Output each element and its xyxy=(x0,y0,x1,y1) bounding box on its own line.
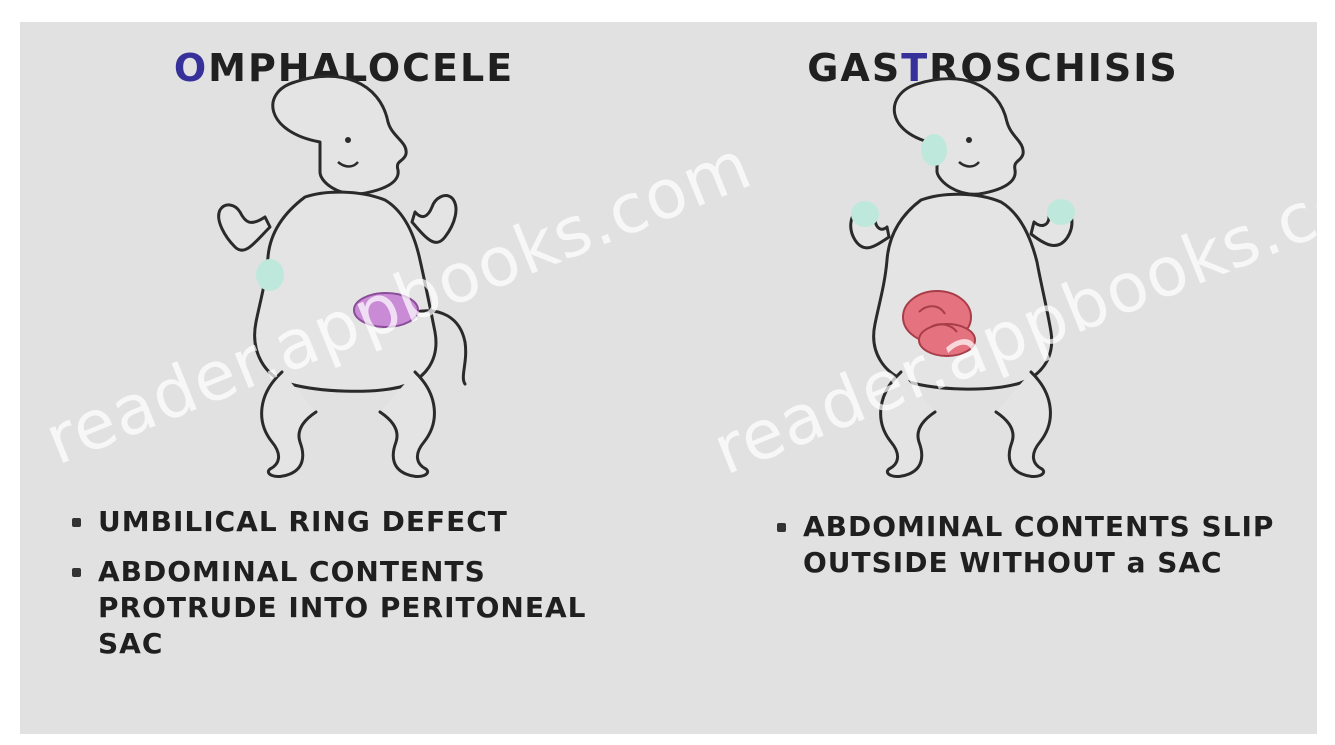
gastroschisis-baby-illustration xyxy=(669,22,1317,734)
bullet-text: ABDOMINAL CONTENTS PROTRUDE INTO PERITON… xyxy=(98,555,587,660)
cheek-highlight xyxy=(921,134,947,166)
bullet-dot-icon xyxy=(777,523,786,532)
baby-arm-right xyxy=(412,196,456,243)
bullet-item: ABDOMINAL CONTENTS PROTRUDE INTO PERITON… xyxy=(68,554,658,662)
omphalocele-bullets: UMBILICAL RING DEFECT ABDOMINAL CONTENTS… xyxy=(68,504,658,676)
omphalocele-panel: OMPHALOCELE xyxy=(20,22,668,734)
baby-head xyxy=(273,76,406,194)
baby-head xyxy=(894,79,1023,195)
hand-highlight-right xyxy=(1047,199,1075,225)
baby-leg-left xyxy=(881,372,935,477)
baby-arm-left xyxy=(219,205,270,250)
bullet-text: UMBILICAL RING DEFECT xyxy=(98,505,508,538)
diagram-board: OMPHALOCELE xyxy=(20,22,1317,734)
baby-torso xyxy=(255,192,436,391)
omphalocele-mass xyxy=(354,293,418,327)
bullet-dot-icon xyxy=(72,518,81,527)
arm-highlight xyxy=(256,259,284,291)
gastroschisis-bullets: ABDOMINAL CONTENTS SLIP OUTSIDE WITHOUT … xyxy=(773,509,1293,595)
bullet-text: ABDOMINAL CONTENTS SLIP OUTSIDE WITHOUT … xyxy=(803,510,1274,579)
gastroschisis-panel: GASTROSCHISIS xyxy=(669,22,1317,734)
hand-highlight-left xyxy=(851,201,879,227)
bullet-item: UMBILICAL RING DEFECT xyxy=(68,504,658,540)
bullet-dot-icon xyxy=(72,568,81,577)
bullet-item: ABDOMINAL CONTENTS SLIP OUTSIDE WITHOUT … xyxy=(773,509,1293,581)
baby-torso xyxy=(874,194,1052,389)
